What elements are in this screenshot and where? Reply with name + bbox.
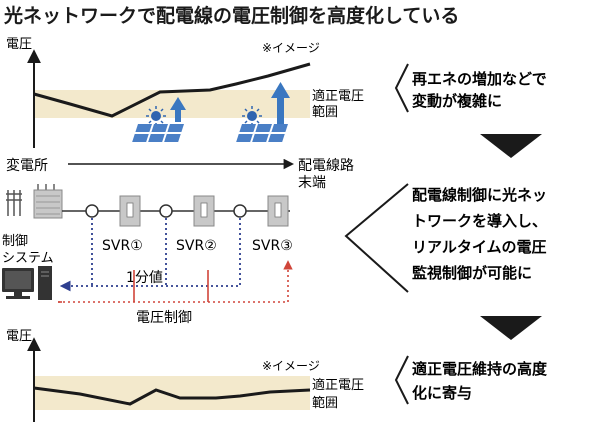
- bottom-voltage-line: [33, 386, 311, 406]
- voltage-control-label: 電圧制御: [136, 310, 192, 326]
- monitoring-lines: [59, 218, 241, 292]
- bottom-band-label-2: 範囲: [312, 396, 338, 411]
- svr2-label: SVR②: [176, 238, 217, 254]
- top-proper-voltage-band: [34, 90, 310, 118]
- up-arrow-icon: [170, 97, 186, 122]
- control-system-label-1: 制御: [2, 234, 28, 249]
- svr1-label: SVR①: [102, 238, 143, 254]
- bracket-icon: [344, 183, 409, 293]
- step-3-line-1: 適正電圧維持の高度: [412, 360, 548, 378]
- step-2-line-4: 監視制御が可能に: [412, 264, 532, 282]
- down-arrow-icon: [480, 316, 542, 340]
- line-end-label-2: 末端: [298, 175, 326, 191]
- sensor-node: [233, 204, 247, 218]
- top-voltage-line: [33, 62, 311, 118]
- up-arrow-icon: [271, 82, 290, 124]
- solar-group-2: [236, 82, 290, 142]
- sun-icon: [146, 106, 166, 126]
- top-axis-label: 電圧: [6, 37, 32, 52]
- bracket-icon: [394, 63, 409, 113]
- line-end-label-1: 配電線路: [298, 158, 354, 174]
- step-2-line-2: トワークを導入し、: [412, 212, 547, 230]
- top-band-label-1: 適正電圧: [312, 88, 364, 104]
- solar-panel-icon: [132, 124, 184, 142]
- svr3-label: SVR③: [252, 238, 293, 254]
- solar-panel-icon: [236, 124, 288, 142]
- svr-device-icon: [267, 195, 289, 227]
- down-arrow-icon: [480, 134, 542, 158]
- bottom-axis-label: 電圧: [6, 329, 32, 344]
- control-lines: [58, 260, 293, 303]
- step-2-line-3: リアルタイムの電圧: [412, 238, 547, 256]
- bottom-band-label-1: 適正電圧: [312, 377, 364, 393]
- step-3: 適正電圧維持の高度 化に寄与: [394, 355, 548, 405]
- step-1-line-1: 再エネの増加などで: [412, 70, 547, 88]
- substation-label: 変電所: [6, 157, 48, 174]
- step-3-line-2: 化に寄与: [412, 384, 472, 402]
- bottom-voltage-chart: 電圧 ※イメージ 適正電圧 範囲: [6, 329, 364, 422]
- step-2-line-1: 配電線制御に光ネッ: [412, 186, 547, 204]
- distribution-direction: 変電所 配電線路 末端: [6, 157, 354, 191]
- top-voltage-chart: 電圧 ※イメージ 適正電圧 範囲: [6, 37, 364, 148]
- control-system-label-2: システム: [2, 251, 54, 266]
- step-2: 配電線制御に光ネッ トワークを導入し、 リアルタイムの電圧 監視制御が可能に: [344, 183, 547, 293]
- top-image-note: ※イメージ: [262, 41, 320, 55]
- one-minute-value-label: 1分値: [126, 270, 163, 286]
- sensor-node: [85, 204, 99, 218]
- solar-group-1: [132, 97, 186, 142]
- top-band-label-2: 範囲: [312, 105, 338, 120]
- distribution-system: SVR① SVR② SVR③ 制御 システム 1分値: [2, 184, 293, 326]
- page-title: 光ネットワークで配電線の電圧制御を高度化している: [3, 4, 459, 27]
- computer-icon: [2, 266, 52, 300]
- step-1-line-2: 変動が複雑に: [412, 92, 502, 110]
- sensor-node: [159, 204, 173, 218]
- svr-device-icon: [193, 195, 215, 227]
- step-1: 再エネの増加などで 変動が複雑に: [394, 63, 547, 113]
- sun-icon: [242, 106, 262, 126]
- transformer-icon: [33, 184, 63, 219]
- bracket-icon: [394, 355, 409, 405]
- bottom-image-note: ※イメージ: [262, 359, 320, 373]
- transmission-tower-icon: [6, 190, 22, 216]
- svr-device-icon: [119, 195, 141, 227]
